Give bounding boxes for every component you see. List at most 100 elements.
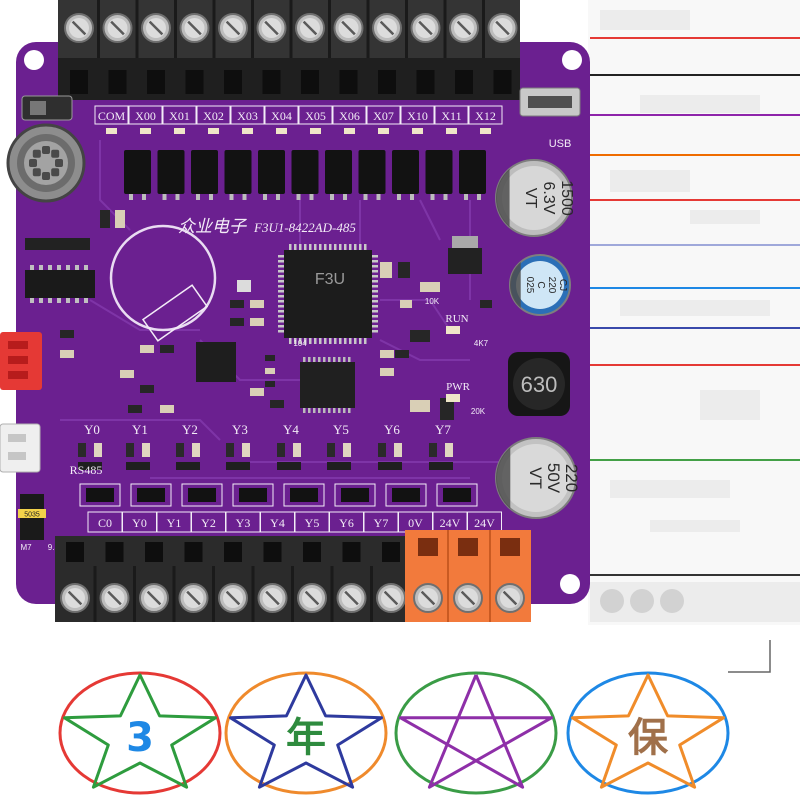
- optocoupler: [124, 150, 151, 194]
- silkscreen-outline: [141, 284, 209, 342]
- terminal-rib: [482, 0, 485, 58]
- chip-pin: [318, 408, 321, 413]
- driver-outline: [436, 483, 478, 507]
- terminal-rib: [289, 0, 293, 58]
- mcu-pin: [344, 338, 347, 344]
- input-led: [208, 128, 219, 134]
- optocoupler-pin: [196, 194, 200, 200]
- driver-outline: [385, 483, 427, 507]
- din-pin: [42, 172, 50, 180]
- input-terminal-block: [58, 0, 520, 100]
- capacitor-marking-line: 025: [524, 277, 535, 294]
- blurred-screw: [630, 589, 654, 613]
- strip-smudge: [690, 210, 760, 224]
- optocoupler-pin: [330, 194, 334, 200]
- mcu-pin: [278, 320, 284, 323]
- capacitor-marking-line: VT: [522, 188, 539, 209]
- mcu-pin: [372, 285, 378, 288]
- smd-component: [400, 300, 412, 308]
- mcu-pin: [299, 338, 302, 344]
- terminal-opening: [303, 542, 321, 562]
- chip-pin: [66, 298, 70, 303]
- capacitor-marking-line: 6.3V: [540, 182, 557, 215]
- chip-pin: [84, 265, 88, 270]
- badge-ring: [58, 671, 222, 795]
- smd-component: [250, 300, 264, 308]
- screw-slot: [146, 590, 162, 606]
- battery-holder-outline: [109, 224, 217, 332]
- optocoupler-pin: [343, 194, 347, 200]
- mcu-pin: [278, 290, 284, 293]
- mcu-pin: [278, 270, 284, 273]
- smd-component: [140, 385, 154, 393]
- output-terminal-screw: [139, 583, 169, 613]
- output-terminal-screw: [376, 583, 406, 613]
- smd-component: [410, 330, 430, 342]
- slide-switch-knob: [30, 101, 46, 115]
- terminal-rib: [370, 566, 373, 622]
- badge-ring: [566, 671, 730, 795]
- star-icon: [229, 673, 383, 789]
- strip-smudge: [610, 170, 690, 192]
- mcu-pin: [278, 280, 284, 283]
- input-terminal-screw: [333, 13, 364, 43]
- mcu-pin: [304, 338, 307, 344]
- chip-pin: [66, 265, 70, 270]
- mcu-pin: [278, 310, 284, 313]
- resistor-array: [25, 238, 90, 250]
- output-led-label: Y2: [182, 422, 198, 437]
- terminal-opening: [301, 70, 319, 94]
- terminal-opening: [185, 70, 204, 94]
- smd-component: [380, 350, 394, 358]
- mcu-pin: [329, 338, 332, 344]
- input-terminal-label: X01: [169, 109, 190, 123]
- chip-pin: [348, 357, 351, 362]
- optocoupler-pin: [209, 194, 213, 200]
- power-terminal-screw: [495, 583, 525, 613]
- mcu-pin: [334, 338, 337, 344]
- screw-slot: [456, 20, 472, 36]
- terminal-opening: [342, 542, 361, 562]
- output-terminal-screw: [99, 583, 130, 613]
- capacitor-marking-line: 220: [546, 277, 557, 294]
- chip-pin: [333, 357, 336, 362]
- mcu-pin: [372, 260, 378, 263]
- din-pin: [29, 159, 37, 167]
- mcu-pin: [334, 244, 337, 250]
- optocoupler: [392, 150, 419, 194]
- input-led: [344, 128, 355, 134]
- mcu-pin: [372, 265, 378, 268]
- mcu-pin: [324, 244, 327, 250]
- warranty-badge: [394, 671, 558, 795]
- input-terminal-screw: [372, 13, 402, 43]
- connector-slot: [8, 356, 28, 364]
- input-terminal-screw: [487, 13, 518, 43]
- input-terminal-screw: [218, 13, 248, 43]
- driver-outline: [232, 483, 274, 507]
- capacitor-marking-line: 1500: [558, 180, 575, 216]
- pcb-trace: [60, 419, 221, 441]
- output-terminal-label: C0: [98, 516, 112, 530]
- input-label-box: [230, 105, 265, 125]
- driver-outline: [334, 483, 376, 507]
- mcu-pin: [372, 255, 378, 258]
- optocoupler-pin: [242, 194, 247, 200]
- mcu-pin: [324, 338, 327, 344]
- output-transistor: [78, 462, 102, 470]
- model-label: F3U1-8422AD-485: [253, 220, 356, 235]
- mcu-pin: [294, 338, 297, 344]
- chip-pin: [84, 298, 88, 303]
- output-resistor: [378, 443, 386, 457]
- pwr-label: PWR: [446, 381, 471, 393]
- strip-smudge: [610, 480, 730, 498]
- output-terminal-screw: [257, 583, 288, 613]
- small-silkscreen-marking: 104: [293, 339, 307, 348]
- chip-pin: [39, 298, 43, 303]
- mcu-pin: [354, 244, 357, 250]
- inductor-core: [513, 358, 565, 410]
- strip-smudge: [620, 300, 770, 316]
- warranty-badge: 年: [224, 671, 388, 795]
- terminal-opening: [262, 70, 281, 94]
- pwr-led: [446, 394, 460, 402]
